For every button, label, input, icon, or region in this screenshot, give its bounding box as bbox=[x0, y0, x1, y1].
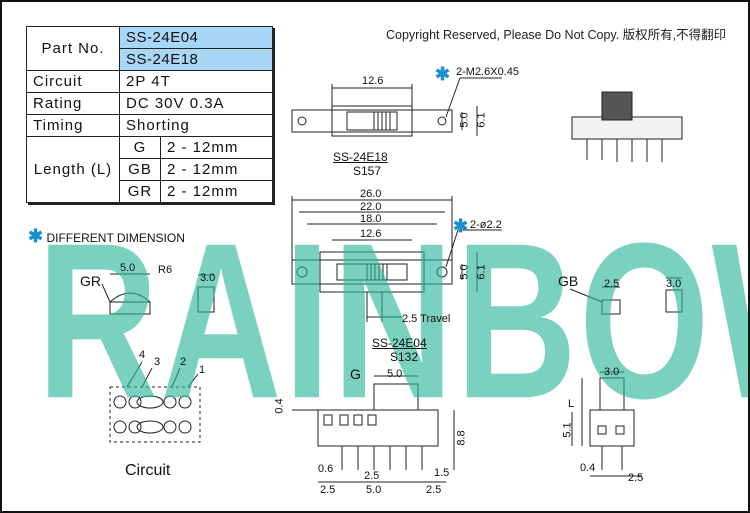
part-no-label: Part No. bbox=[26, 26, 120, 71]
timing-value: Shorting bbox=[119, 114, 273, 137]
gr-dim-side: 3.0 bbox=[200, 272, 216, 284]
top-dim-height2: 6.1 bbox=[475, 112, 488, 128]
main-dim-18: 18.0 bbox=[360, 213, 382, 225]
side-label-g: G bbox=[350, 366, 361, 382]
circuit-pin-4: 4 bbox=[139, 349, 146, 361]
gb-dim-side: 3.0 bbox=[666, 278, 682, 290]
copyright-notice: Copyright Reserved, Please Do Not Copy. … bbox=[386, 28, 727, 42]
main-travel: 2.5 Travel bbox=[402, 313, 451, 325]
gr-dim-width: 5.0 bbox=[120, 262, 136, 274]
different-dimension-note: ✱ DIFFERENT DIMENSION bbox=[28, 226, 185, 247]
circuit-pin-1: 1 bbox=[199, 364, 206, 376]
circuit-pin-2: 2 bbox=[180, 356, 187, 368]
side-dim-b3: 2.5 bbox=[320, 484, 336, 496]
end-dim-l: L bbox=[568, 398, 575, 410]
gb-dim-width: 2.5 bbox=[604, 278, 620, 290]
side-dim-left: 0.4 bbox=[273, 398, 286, 414]
side-dim-b2: 5.0 bbox=[366, 484, 382, 496]
main-callout: 2-ø2.2 bbox=[470, 219, 502, 231]
top-dim-width: 12.6 bbox=[362, 75, 384, 87]
gb-label: GB bbox=[558, 273, 579, 289]
rating-value: DC 30V 0.3A bbox=[119, 92, 273, 115]
side-dim-b5: 1.5 bbox=[434, 467, 450, 479]
top-callout-star-icon: ✱ bbox=[435, 64, 451, 84]
main-callout-star-icon: ✱ bbox=[453, 216, 469, 236]
main-dim-h1: 5.0 bbox=[458, 264, 471, 280]
gr-radius: R6 bbox=[158, 264, 173, 276]
end-dim-5-1: 5.1 bbox=[561, 422, 574, 438]
main-code: S132 bbox=[390, 350, 419, 364]
main-dim-h2: 6.1 bbox=[475, 264, 488, 280]
rainbow-watermark: RAINBOW bbox=[37, 196, 748, 445]
top-dim-height1: 5.0 bbox=[458, 112, 471, 128]
end-dim-0-4: 0.4 bbox=[580, 462, 596, 474]
main-dim-22: 22.0 bbox=[360, 201, 382, 213]
circuit-value: 2P 4T bbox=[119, 70, 273, 93]
asterisk-icon: ✱ bbox=[28, 226, 44, 246]
timing-label: Timing bbox=[26, 114, 120, 137]
circuit-pin-3: 3 bbox=[154, 356, 161, 368]
side-dim-b1: 2.5 bbox=[364, 470, 380, 482]
main-dim-12-6: 12.6 bbox=[360, 228, 382, 240]
side-dim-pin: 0.6 bbox=[318, 463, 334, 475]
side-dim-height: 8.8 bbox=[455, 430, 468, 446]
side-dim-top: 5.0 bbox=[387, 368, 403, 380]
main-dim-26: 26.0 bbox=[360, 188, 382, 200]
top-callout: 2-M2.6X0.45 bbox=[456, 66, 519, 78]
top-model: SS-24E18 bbox=[333, 150, 388, 164]
length-value-gr: 2 - 12mm bbox=[160, 180, 273, 203]
circuit-title: Circuit bbox=[125, 462, 171, 479]
end-dim-2-5: 2.5 bbox=[628, 472, 644, 484]
spec-table: Part No. SS-24E04 SS-24E18 Circuit 2P 4T… bbox=[26, 26, 273, 203]
main-model: SS-24E04 bbox=[372, 336, 427, 350]
gr-label: GR bbox=[80, 273, 101, 289]
end-dim-top: 3.0 bbox=[604, 366, 620, 378]
length-label: Length (L) bbox=[26, 136, 120, 203]
length-value-gb: 2 - 12mm bbox=[160, 158, 273, 181]
different-dimension-label: DIFFERENT DIMENSION bbox=[46, 231, 185, 245]
side-dim-b4: 2.5 bbox=[426, 484, 442, 496]
top-code: S157 bbox=[353, 164, 382, 178]
